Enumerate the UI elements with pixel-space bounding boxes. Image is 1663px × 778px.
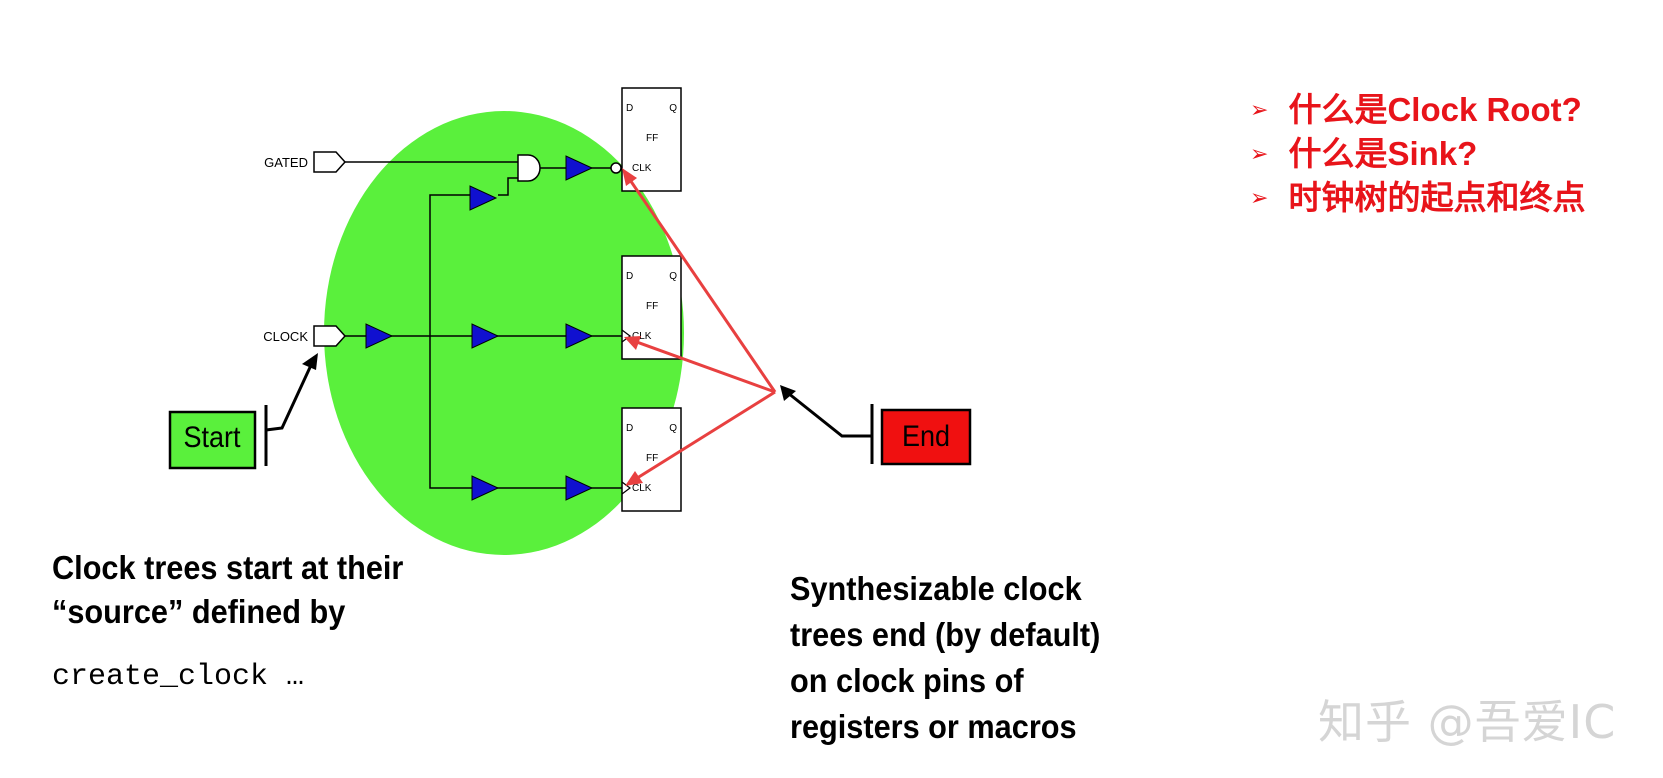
clk-inversion-bubble bbox=[610, 162, 622, 174]
question-item: ➢ 时钟树的起点和终点 bbox=[1250, 176, 1585, 220]
end-box bbox=[880, 408, 972, 466]
end-arrowhead bbox=[780, 385, 796, 401]
arrow-bullet-icon: ➢ bbox=[1250, 185, 1269, 210]
caption-right-line-1: Synthesizable clock bbox=[790, 570, 1082, 607]
buffer-2 bbox=[565, 155, 594, 181]
arrow-bullet-icon: ➢ bbox=[1250, 141, 1269, 166]
start-marker: Start bbox=[168, 353, 318, 470]
caption-left: Clock trees start at their “source” defi… bbox=[52, 546, 403, 634]
buffer-5 bbox=[565, 323, 594, 349]
buffer-4 bbox=[471, 323, 500, 349]
clock-domain-ellipse bbox=[324, 111, 684, 555]
buffer-1 bbox=[469, 185, 498, 211]
end-label: End bbox=[902, 420, 950, 454]
caption-left-line-2: “source” defined by bbox=[52, 593, 346, 630]
ff3-clk-pin: CLK bbox=[632, 483, 652, 494]
question-text: 什么是Sink? bbox=[1288, 135, 1478, 172]
clock-buffers bbox=[365, 155, 594, 501]
question-text: 时钟树的起点和终点 bbox=[1288, 179, 1586, 216]
buffer-6 bbox=[471, 475, 500, 501]
ff2-clk-pin: CLK bbox=[632, 331, 652, 342]
question-text: 什么是Clock Root? bbox=[1288, 91, 1582, 128]
ff3-q-pin: Q bbox=[669, 423, 677, 434]
ff1-d-pin: D bbox=[626, 103, 633, 114]
ff2-d-pin: D bbox=[626, 271, 633, 282]
clock-input-pin: CLOCK bbox=[263, 325, 347, 347]
flip-flop-1: D Q FF CLK bbox=[621, 87, 682, 192]
question-item: ➢ 什么是Clock Root? bbox=[1250, 88, 1585, 132]
gated-input-pin: GATED bbox=[264, 151, 347, 173]
watermark: 知乎 @吾爱IC bbox=[1318, 695, 1617, 749]
and-gate bbox=[517, 154, 541, 182]
caption-right-line-4: registers or macros bbox=[790, 708, 1077, 745]
flip-flop-3: D Q FF CLK bbox=[621, 407, 682, 512]
ff3-ff-label: FF bbox=[646, 453, 658, 464]
buffer-3 bbox=[365, 323, 394, 349]
gated-input-label: GATED bbox=[264, 155, 308, 170]
clock-input-label: CLOCK bbox=[263, 329, 308, 344]
ff1-clk-pin: CLK bbox=[632, 163, 652, 174]
start-box bbox=[168, 410, 257, 470]
ff1-ff-label: FF bbox=[646, 133, 658, 144]
start-arrowhead bbox=[302, 353, 318, 370]
caption-left-code: create_clock … bbox=[52, 660, 305, 694]
arrow-bullet-icon: ➢ bbox=[1250, 97, 1269, 122]
caption-right: Synthesizable clock trees end (by defaul… bbox=[790, 566, 1100, 750]
caption-right-line-3: on clock pins of bbox=[790, 662, 1024, 699]
ff3-d-pin: D bbox=[626, 423, 633, 434]
ff1-q-pin: Q bbox=[669, 103, 677, 114]
sink-arrows bbox=[622, 168, 777, 486]
question-list: ➢ 什么是Clock Root? ➢ 什么是Sink? ➢ 时钟树的起点和终点 bbox=[1250, 88, 1585, 220]
ff2-ff-label: FF bbox=[646, 301, 658, 312]
caption-left-line-1: Clock trees start at their bbox=[52, 549, 404, 586]
caption-right-line-2: trees end (by default) bbox=[790, 616, 1101, 653]
question-item: ➢ 什么是Sink? bbox=[1250, 132, 1585, 176]
end-marker: End bbox=[780, 385, 972, 466]
buffer-7 bbox=[565, 475, 594, 501]
start-label: Start bbox=[184, 421, 241, 455]
ff2-q-pin: Q bbox=[669, 271, 677, 282]
